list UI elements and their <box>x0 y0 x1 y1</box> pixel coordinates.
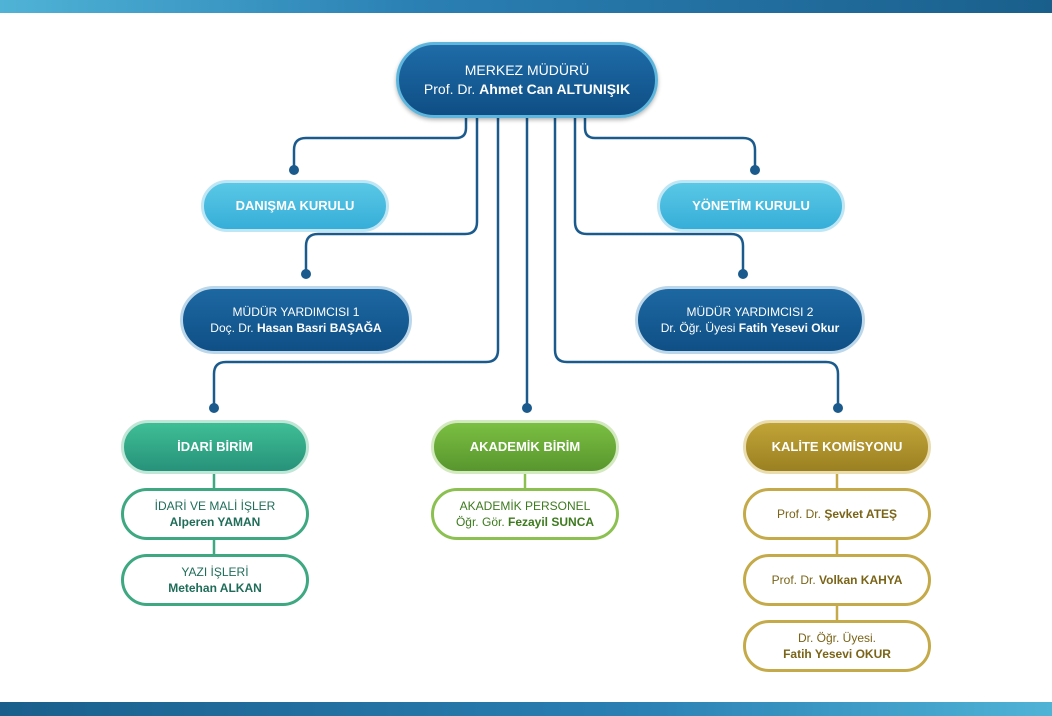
deputy-director-1-box: MÜDÜR YARDIMCISI 1 Doç. Dr. Hasan Basri … <box>180 286 412 354</box>
deputy-2-name: Fatih Yesevi Okur <box>738 321 840 335</box>
deputy-1-name: Hasan Basri BAŞAĞA <box>256 321 382 335</box>
center-director-box: MERKEZ MÜDÜRÜ Prof. Dr. Ahmet Can ALTUNI… <box>396 42 658 118</box>
academic-member-1-role: AKADEMİK PERSONEL <box>459 498 591 513</box>
admin-member-1-name: Alperen YAMAN <box>169 515 261 529</box>
quality-member-2-name: Volkan KAHYA <box>819 572 903 587</box>
connector-admin <box>212 116 500 408</box>
deputy-1-name-line: Doç. Dr. Hasan Basri BAŞAĞA <box>210 320 381 336</box>
connector-quality <box>553 116 840 408</box>
quality-member-3-title: Dr. Öğr. Üyesi. <box>797 630 877 645</box>
connector-deputy1 <box>304 116 479 274</box>
quality-member-3-box: Dr. Öğr. Üyesi. Fatih Yesevi OKUR <box>743 620 931 672</box>
center-director-role: MERKEZ MÜDÜRÜ <box>464 62 590 79</box>
deputy-1-role: MÜDÜR YARDIMCISI 1 <box>232 304 360 319</box>
advisory-board-box: DANIŞMA KURULU <box>201 180 389 232</box>
management-board-box: YÖNETİM KURULU <box>657 180 845 232</box>
admin-member-1-role: İDARİ VE MALİ İŞLER <box>154 498 276 513</box>
admin-member-2-role: YAZI İŞLERİ <box>181 564 249 579</box>
center-director-title: Prof. Dr. <box>423 81 476 97</box>
quality-member-2-box: Prof. Dr. Volkan KAHYA <box>743 554 931 606</box>
academic-member-1-box: AKADEMİK PERSONEL Öğr. Gör. Fezayil SUNC… <box>431 488 619 540</box>
quality-member-1-title: Prof. Dr. <box>776 506 821 521</box>
dot-deputy1 <box>301 269 311 279</box>
admin-member-2-name: Metehan ALKAN <box>168 581 262 595</box>
admin-member-1-box: İDARİ VE MALİ İŞLER Alperen YAMAN <box>121 488 309 540</box>
top-band <box>0 0 1052 13</box>
academic-member-1-name-line: Öğr. Gör. Fezayil SUNCA <box>456 514 594 530</box>
dot-admin <box>209 403 219 413</box>
quality-member-1-name-line: Prof. Dr. Şevket ATEŞ <box>777 506 897 522</box>
dot-deputy2 <box>738 269 748 279</box>
quality-commission-label: KALİTE KOMİSYONU <box>771 439 903 455</box>
quality-commission-box: KALİTE KOMİSYONU <box>743 420 931 474</box>
quality-member-1-box: Prof. Dr. Şevket ATEŞ <box>743 488 931 540</box>
admin-unit-box: İDARİ BİRİM <box>121 420 309 474</box>
bottom-band <box>0 702 1052 716</box>
advisory-board-label: DANIŞMA KURULU <box>235 198 355 214</box>
deputy-2-role: MÜDÜR YARDIMCISI 2 <box>686 304 814 319</box>
deputy-1-title: Doç. Dr. <box>210 321 254 335</box>
connector-deputy2 <box>573 116 745 274</box>
center-director-name: Ahmet Can ALTUNIŞIK <box>479 81 631 97</box>
academic-unit-box: AKADEMİK BİRİM <box>431 420 619 474</box>
dot-academic <box>522 403 532 413</box>
connector-advisory <box>292 116 468 170</box>
deputy-2-title: Dr. Öğr. Üyesi <box>660 321 736 335</box>
center-director-name-line: Prof. Dr. Ahmet Can ALTUNIŞIK <box>424 80 630 99</box>
quality-member-2-title: Prof. Dr. <box>771 572 816 587</box>
deputy-director-2-box: MÜDÜR YARDIMCISI 2 Dr. Öğr. Üyesi Fatih … <box>635 286 865 354</box>
dot-advisory <box>289 165 299 175</box>
academic-member-1-name: Fezayil SUNCA <box>508 515 595 529</box>
academic-member-1-title: Öğr. Gör. <box>455 515 505 529</box>
dot-management <box>750 165 760 175</box>
quality-member-3-name: Fatih Yesevi OKUR <box>783 647 891 661</box>
management-board-label: YÖNETİM KURULU <box>692 198 810 214</box>
connector-management <box>583 116 757 170</box>
academic-unit-label: AKADEMİK BİRİM <box>469 439 581 455</box>
admin-member-2-box: YAZI İŞLERİ Metehan ALKAN <box>121 554 309 606</box>
dot-quality <box>833 403 843 413</box>
quality-member-2-name-line: Prof. Dr. Volkan KAHYA <box>772 572 903 588</box>
admin-unit-label: İDARİ BİRİM <box>177 439 253 455</box>
deputy-2-name-line: Dr. Öğr. Üyesi Fatih Yesevi Okur <box>661 320 840 336</box>
quality-member-1-name: Şevket ATEŞ <box>824 506 898 521</box>
